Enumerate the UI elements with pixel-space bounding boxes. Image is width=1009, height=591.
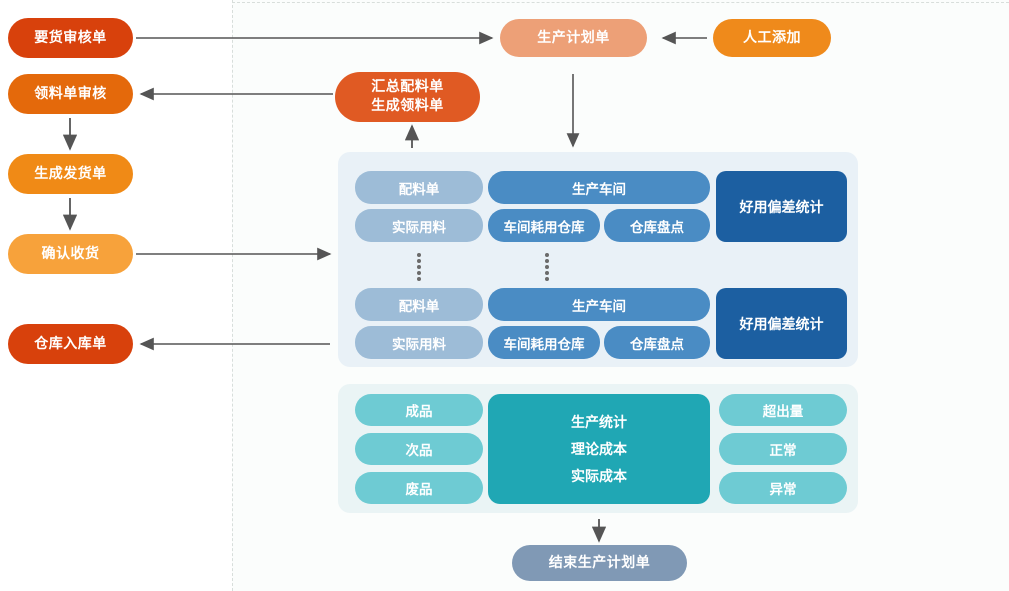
box-abnormal-label: 异常: [769, 482, 797, 498]
statistics-panel: 成品 次品 废品 生产统计 理论成本 实际成本 超出量 正常 异常: [338, 384, 858, 513]
box-scrap-goods-label: 废品: [405, 482, 433, 498]
node-picking-review-label: 领料单审核: [34, 85, 107, 102]
box-workshop-consume-warehouse-1[interactable]: 车间耗用仓库: [488, 209, 600, 242]
node-finish-production-plan-label: 结束生产计划单: [548, 554, 651, 571]
vertical-dashed-divider: [232, 0, 233, 591]
node-warehouse-inbound[interactable]: 仓库入库单: [8, 324, 133, 364]
box-workshop-consume-warehouse-2[interactable]: 车间耗用仓库: [488, 326, 600, 359]
box-over-quantity-label: 超出量: [762, 404, 804, 420]
box-actual-cost-label: 实际成本: [571, 469, 627, 486]
box-defective-goods[interactable]: 次品: [355, 433, 483, 465]
box-actual-material-2-label: 实际用料: [392, 336, 446, 353]
box-actual-material-2[interactable]: 实际用料: [355, 326, 483, 359]
box-normal-label: 正常: [769, 443, 797, 459]
horizontal-dashed-divider: [232, 2, 1009, 3]
node-warehouse-inbound-label: 仓库入库单: [34, 335, 107, 352]
box-workshop-consume-warehouse-2-label: 车间耗用仓库: [503, 336, 585, 353]
box-defective-goods-label: 次品: [405, 443, 433, 459]
box-production-stats-group[interactable]: 生产统计 理论成本 实际成本: [488, 394, 710, 504]
box-workshop-1-label: 生产车间: [572, 181, 626, 198]
box-over-quantity[interactable]: 超出量: [719, 394, 847, 426]
box-variance-stats-1-label: 好用偏差统计: [739, 199, 824, 216]
box-bom-1[interactable]: 配料单: [355, 171, 483, 204]
node-demand-review[interactable]: 要货审核单: [8, 18, 133, 58]
node-create-shipment[interactable]: 生成发货单: [8, 154, 133, 194]
node-confirm-receipt-label: 确认收货: [41, 245, 100, 262]
box-finished-goods[interactable]: 成品: [355, 394, 483, 426]
box-warehouse-count-2-label: 仓库盘点: [630, 336, 684, 353]
node-picking-review[interactable]: 领料单审核: [8, 74, 133, 114]
node-summarize-bom-line1: 汇总配料单: [371, 79, 444, 96]
ellipsis-left-column: [417, 253, 422, 281]
box-workshop-1[interactable]: 生产车间: [488, 171, 710, 204]
node-finish-production-plan[interactable]: 结束生产计划单: [512, 545, 687, 581]
box-variance-stats-2-label: 好用偏差统计: [739, 316, 824, 333]
node-create-shipment-label: 生成发货单: [34, 165, 107, 182]
node-summarize-bom[interactable]: 汇总配料单 生成领料单: [335, 72, 480, 122]
box-production-stats-label: 生产统计: [571, 414, 627, 431]
box-actual-material-1[interactable]: 实际用料: [355, 209, 483, 242]
box-actual-material-1-label: 实际用料: [392, 219, 446, 236]
box-variance-stats-2[interactable]: 好用偏差统计: [716, 288, 847, 359]
node-manual-add[interactable]: 人工添加: [713, 19, 831, 57]
box-scrap-goods[interactable]: 废品: [355, 472, 483, 504]
node-summarize-bom-line2: 生成领料单: [371, 98, 444, 114]
box-warehouse-count-1[interactable]: 仓库盘点: [604, 209, 710, 242]
node-manual-add-label: 人工添加: [743, 29, 801, 46]
box-bom-2[interactable]: 配料单: [355, 288, 483, 321]
node-demand-review-label: 要货审核单: [34, 29, 107, 46]
node-production-plan-label: 生产计划单: [537, 29, 610, 46]
box-workshop-2[interactable]: 生产车间: [488, 288, 710, 321]
node-production-plan[interactable]: 生产计划单: [500, 19, 647, 57]
box-normal[interactable]: 正常: [719, 433, 847, 465]
node-confirm-receipt[interactable]: 确认收货: [8, 234, 133, 274]
ellipsis-center-column: [545, 253, 550, 281]
box-bom-2-label: 配料单: [398, 298, 440, 315]
box-abnormal[interactable]: 异常: [719, 472, 847, 504]
production-panel: 配料单 实际用料 生产车间 车间耗用仓库 仓库盘点 好用偏差统计 配料单 实际用: [338, 152, 858, 367]
box-bom-1-label: 配料单: [398, 181, 440, 198]
box-warehouse-count-1-label: 仓库盘点: [630, 219, 684, 236]
box-variance-stats-1[interactable]: 好用偏差统计: [716, 171, 847, 242]
box-finished-goods-label: 成品: [405, 404, 433, 420]
box-workshop-consume-warehouse-1-label: 车间耗用仓库: [503, 219, 585, 236]
box-theoretical-cost-label: 理论成本: [571, 441, 627, 458]
box-workshop-2-label: 生产车间: [572, 298, 626, 315]
box-warehouse-count-2[interactable]: 仓库盘点: [604, 326, 710, 359]
